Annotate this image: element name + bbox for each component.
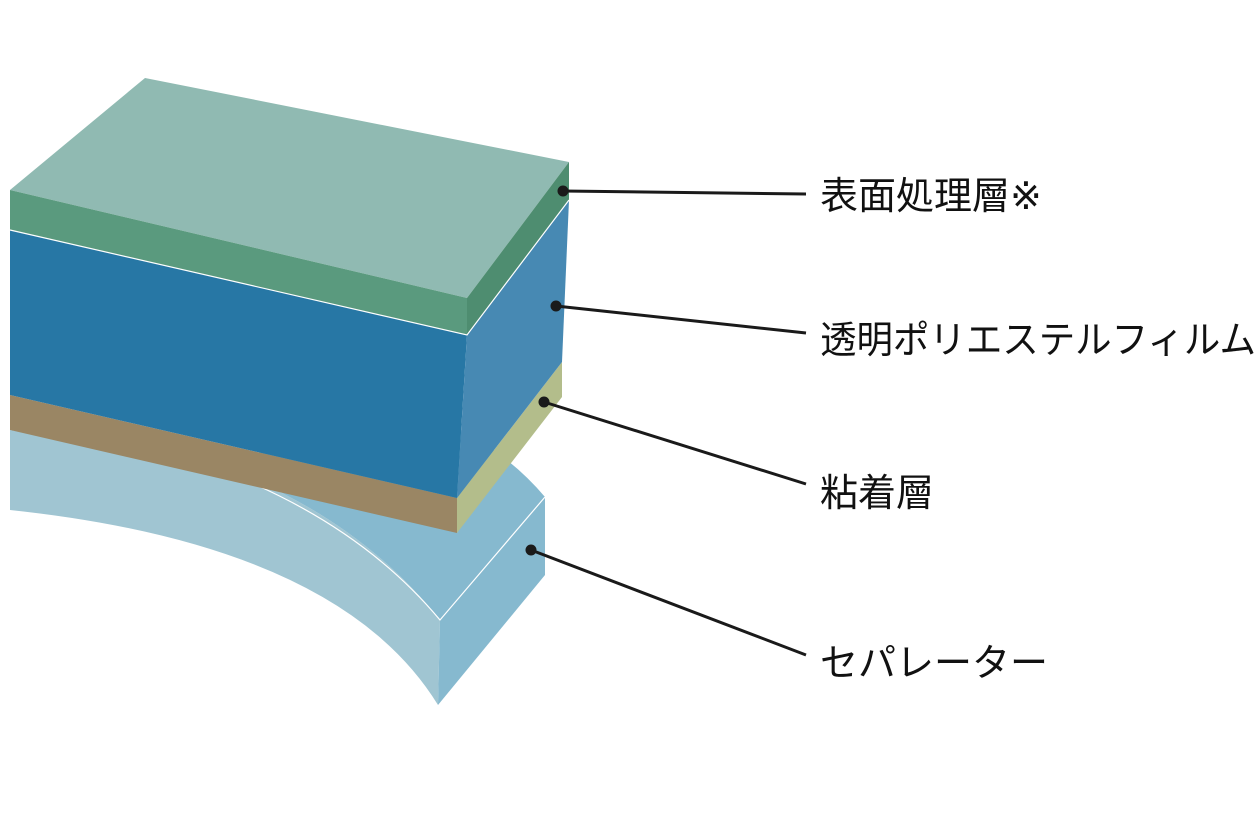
leader-lines xyxy=(525,185,807,657)
label-pet-film: 透明ポリエステルフィルム xyxy=(820,318,1256,362)
pet-film-side-face xyxy=(457,200,569,498)
film-top-highlight-edge xyxy=(9,199,570,336)
leader-dot-separator xyxy=(525,544,537,556)
leader-line-separator xyxy=(530,548,807,657)
label-surface-treatment: 表面処理層※ xyxy=(820,174,1042,218)
adhesive-side-face xyxy=(457,362,562,533)
adhesive-layer xyxy=(10,362,562,533)
adhesive-front-face xyxy=(10,395,457,533)
surface-treatment-layer xyxy=(9,78,570,336)
pet-film-layer xyxy=(10,200,569,498)
label-separator: セパレーター xyxy=(820,641,1048,685)
layer-labels: 表面処理層※ 透明ポリエステルフィルム 粘着層 セパレーター xyxy=(820,174,1256,685)
separator-front-face xyxy=(10,430,440,705)
surface-front-face xyxy=(10,190,467,335)
leader-line-surface xyxy=(562,189,807,196)
leader-dot-surface xyxy=(557,185,569,197)
pet-film-front-face xyxy=(10,230,467,498)
surface-top-face xyxy=(10,78,569,298)
leader-dot-adhesive xyxy=(538,396,550,408)
label-adhesive: 粘着層 xyxy=(820,471,934,515)
leader-dot-pet xyxy=(550,300,562,312)
leader-line-adhesive xyxy=(543,400,807,486)
separator-side-face xyxy=(438,497,545,705)
separator-highlight-edge xyxy=(239,477,546,621)
surface-side-face xyxy=(467,162,569,335)
leader-line-pet xyxy=(555,304,807,335)
